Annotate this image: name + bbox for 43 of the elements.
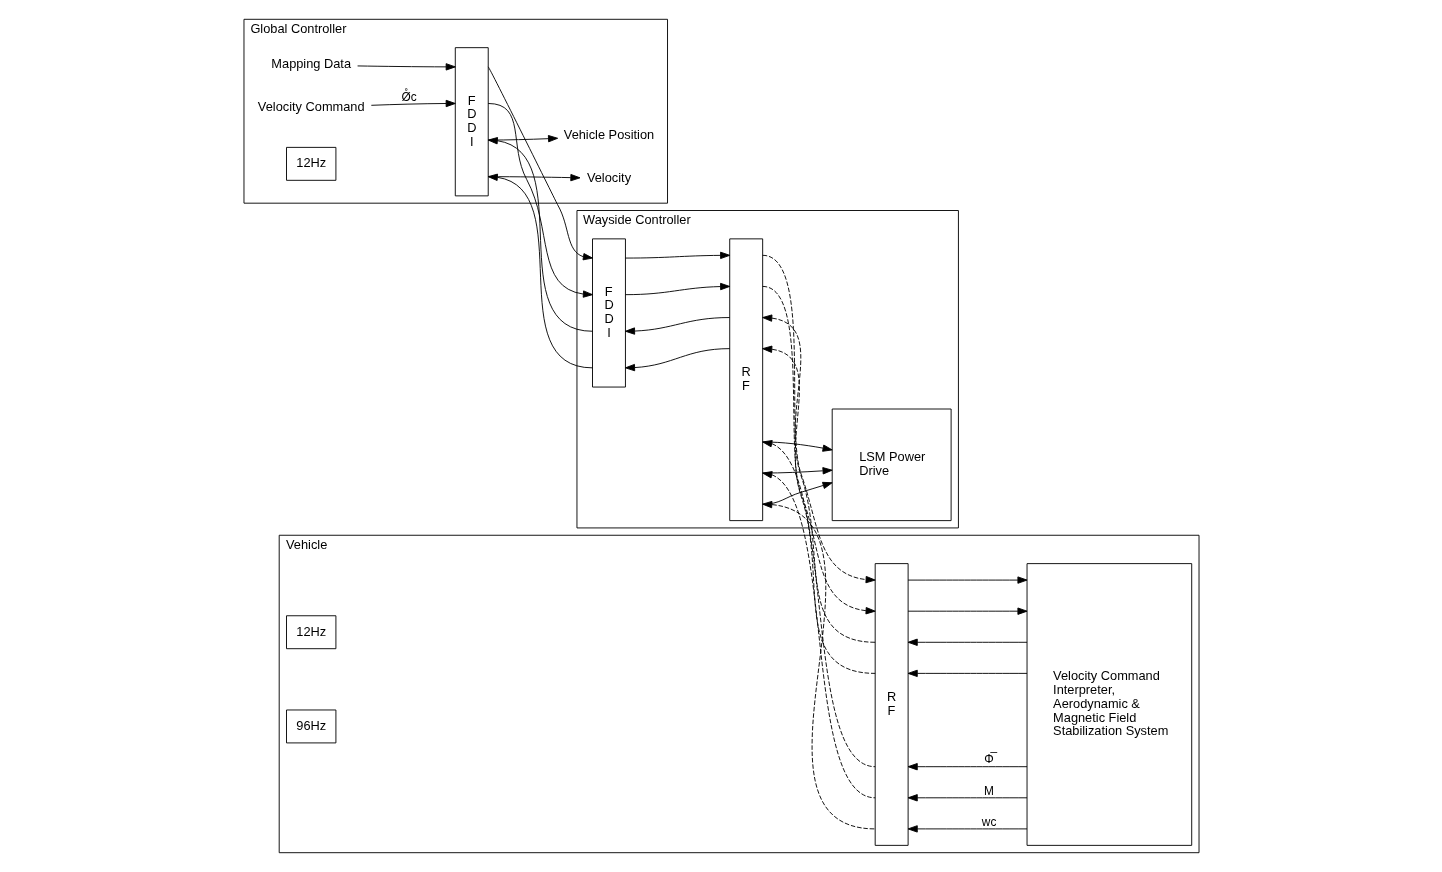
node-box: R F (874, 563, 909, 846)
arrow (624, 251, 730, 260)
arrow (487, 173, 580, 182)
arrow (761, 254, 876, 584)
arrow (907, 638, 1027, 646)
arrow (907, 669, 1027, 678)
node-box: R F (728, 238, 763, 522)
edge-label: Ø̊c (401, 90, 417, 105)
edge-label: wc (981, 814, 996, 829)
arrow (761, 441, 833, 452)
arrow (907, 763, 1027, 771)
node-box: 12Hz (285, 146, 336, 181)
arrow (907, 607, 1027, 615)
arrow (761, 500, 876, 830)
arrow (761, 471, 876, 799)
arrow (761, 314, 876, 643)
arrow (907, 794, 1027, 802)
node-text: Vehicle Position (563, 126, 654, 142)
arrow (624, 317, 730, 335)
arrow (487, 173, 593, 369)
arrow (624, 348, 730, 372)
node-box: 12Hz (285, 615, 336, 650)
arrow (624, 282, 730, 296)
arrow (907, 576, 1027, 584)
node-text: Velocity Command (257, 99, 365, 115)
node-box: F D D I (591, 238, 626, 388)
arrow (487, 103, 593, 298)
node-box: Velocity Command Interpreter, Aerodynamic & Magnetic Field Stabilization System (1026, 563, 1192, 846)
arrow (761, 440, 876, 768)
arrow (487, 137, 593, 332)
arrow (356, 63, 456, 71)
arrow (761, 345, 876, 674)
arrow (370, 99, 456, 108)
node-box: 96Hz (285, 709, 336, 744)
arrow (907, 825, 1027, 833)
arrow (761, 285, 876, 615)
edge-label: M (983, 783, 994, 798)
node-text: Mapping Data (270, 56, 351, 72)
node-text: Velocity (586, 169, 631, 185)
arrow (487, 66, 593, 261)
node-box: LSM Power Drive (831, 408, 952, 522)
node-box: F D D I (454, 47, 489, 197)
arrow (487, 135, 558, 143)
